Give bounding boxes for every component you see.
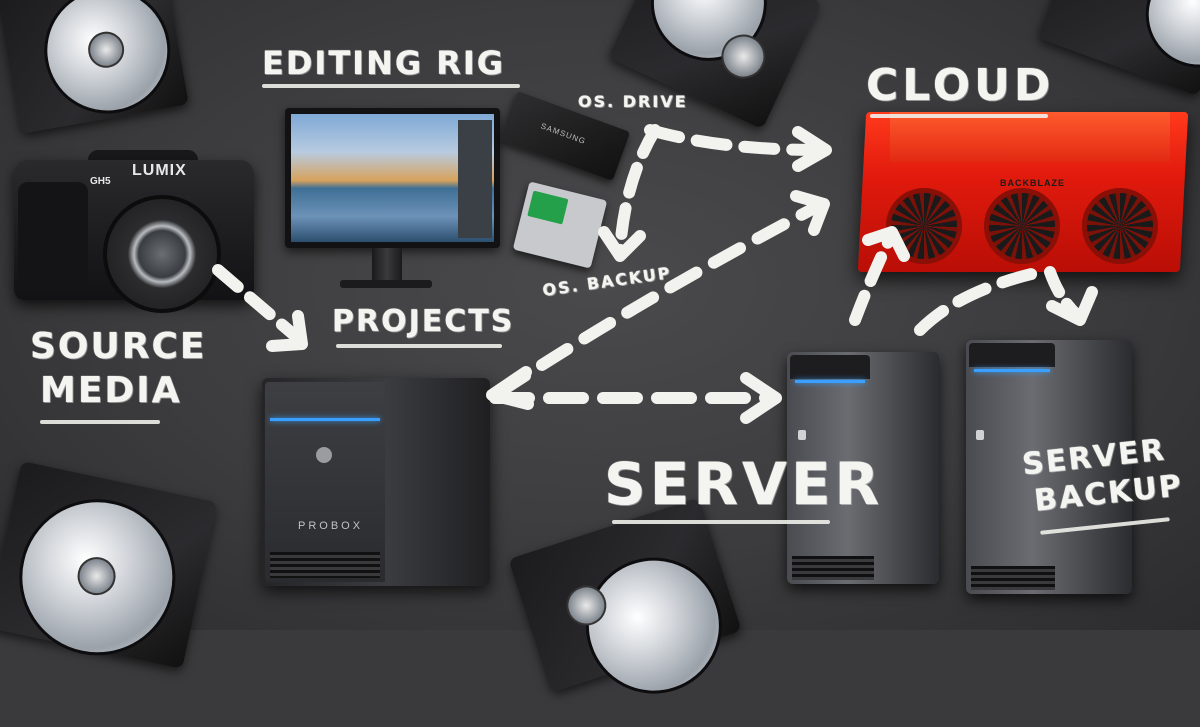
os-drive-label: OS. Drive (578, 92, 688, 111)
fan-icon (1082, 188, 1158, 264)
cloud-underline (870, 114, 1048, 118)
fan-icon (984, 188, 1060, 264)
camera-model-label: GH5 (90, 176, 111, 187)
source-media-underline (40, 420, 160, 424)
monitor-base (340, 280, 432, 288)
server-backup-tower-top (969, 343, 1055, 367)
platter-icon (1130, 0, 1200, 83)
server-tower-top (790, 355, 870, 379)
source-media-label-line2: Media (40, 370, 182, 411)
monitor-side-panel (458, 120, 492, 238)
source-media-label-line1: Source (30, 326, 207, 367)
server-label: Server (604, 450, 884, 518)
nas-button-icon (316, 447, 332, 463)
camera-grip (18, 182, 88, 292)
server-backup-tower-body (966, 340, 1132, 594)
server-underline (612, 520, 830, 524)
nas-vents (270, 552, 380, 578)
server-backup-lock-icon (976, 430, 984, 440)
storage-pod-brand-label: BACKBLAZE (1000, 178, 1065, 188)
server-backup-vents (971, 566, 1055, 590)
ssd-brand-label: SAMSUNG (539, 121, 588, 147)
monitor-stand (372, 248, 402, 282)
nas-enclosure-front (265, 382, 385, 582)
drive-label-sticker (527, 190, 569, 225)
server-vents (792, 556, 874, 580)
editing-rig-underline (262, 84, 520, 88)
server-lock-icon (798, 430, 806, 440)
projects-label: Projects (332, 304, 515, 339)
projects-underline (336, 344, 502, 348)
nas-status-light (270, 418, 380, 421)
server-backup-status-light (974, 369, 1050, 372)
camera-brand-label: LUMIX (132, 162, 187, 179)
nas-brand-label: PROBOX (298, 520, 364, 532)
storage-pod-lid (890, 112, 1170, 162)
platter-icon (568, 539, 740, 712)
platter-icon (631, 0, 786, 80)
editing-rig-label: Editing Rig (262, 44, 506, 82)
fan-icon (886, 188, 962, 264)
lens-mount-icon (103, 195, 221, 313)
server-status-light (795, 380, 865, 383)
cloud-label: Cloud (866, 60, 1055, 111)
